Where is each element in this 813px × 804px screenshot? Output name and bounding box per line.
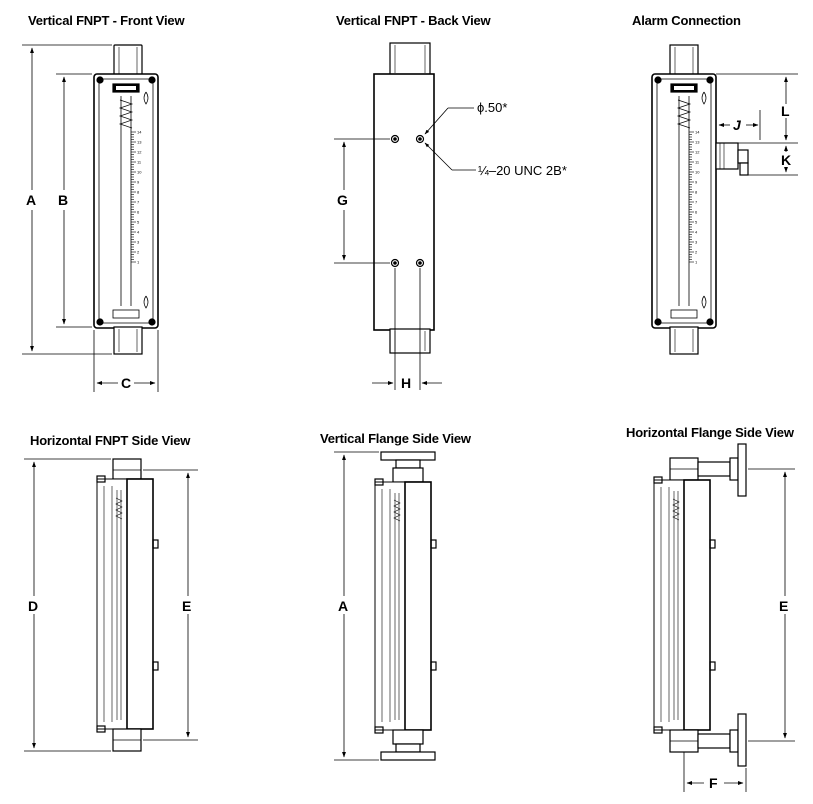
scale-number: 12 (137, 150, 142, 155)
scale-number: 1 (137, 260, 140, 265)
dim-D: D (28, 598, 38, 614)
scale-number: 6 (137, 210, 140, 215)
front-view: 14 13 12 11 10 9 8 7 6 5 4 3 2 1 (93, 44, 159, 355)
scale-number: 13 (137, 140, 142, 145)
scale-number: 12 (695, 150, 700, 155)
dim-B-front: B (58, 192, 68, 208)
scale-number: 3 (137, 240, 140, 245)
scale-number: 14 (695, 130, 700, 135)
scale-number: 4 (695, 230, 698, 235)
hflange-dimensions (683, 468, 795, 792)
scale-number: 11 (137, 160, 142, 165)
scale-number: 9 (695, 180, 698, 185)
scale-number: 10 (137, 170, 142, 175)
bottom-flange (380, 751, 436, 761)
scale-number: 6 (695, 210, 698, 215)
dim-A-vflange: A (338, 598, 348, 614)
meter-body (93, 73, 159, 329)
top-flange (380, 451, 436, 461)
dim-K: K (781, 152, 791, 168)
scale-number: 7 (695, 200, 698, 205)
hflange-view-title: Horizontal Flange Side View (626, 425, 794, 440)
dim-C: C (121, 375, 131, 391)
back-body (373, 73, 435, 331)
alarm-view-title: Alarm Connection (632, 13, 741, 28)
alarm-connector (715, 142, 739, 170)
bottom-h-flange (737, 713, 747, 767)
scale-number: 4 (137, 230, 140, 235)
dim-E-hside: E (182, 598, 191, 614)
scale-number: 5 (695, 220, 698, 225)
scale-number: 10 (695, 170, 700, 175)
bottom-pipe (697, 733, 731, 749)
scale-number: 3 (695, 240, 698, 245)
back-view-title: Vertical FNPT - Back View (336, 13, 491, 28)
front-view-title: Vertical FNPT - Front View (28, 13, 185, 28)
dim-H: H (401, 375, 411, 391)
scale-number: 2 (695, 250, 698, 255)
vflange-view-title: Vertical Flange Side View (320, 431, 471, 446)
dim-L: L (781, 103, 790, 119)
scale-number: 9 (137, 180, 140, 185)
vflange-dimensions (334, 451, 379, 761)
vflange-view (374, 451, 437, 761)
hside-view-title: Horizontal FNPT Side View (30, 433, 191, 448)
back-view (373, 42, 435, 354)
dim-A-front: A (26, 192, 36, 208)
front-dimensions (22, 44, 159, 392)
scale-number: 8 (137, 190, 140, 195)
top-pipe (697, 461, 731, 477)
scale-number: 5 (137, 220, 140, 225)
hside-view (96, 458, 159, 752)
alarm-dimensions (715, 73, 798, 176)
scale-number: 2 (137, 250, 140, 255)
scale-number: 11 (695, 160, 700, 165)
alarm-view: 14 13 12 11 10 9 8 7 6 5 4 3 2 1 (651, 44, 749, 355)
back-dimensions (334, 107, 476, 390)
thread-note: ¼–20 UNC 2B* (478, 163, 567, 178)
scale-number: 14 (137, 130, 142, 135)
scale-number: 8 (695, 190, 698, 195)
dim-G: G (337, 192, 348, 208)
top-fitting (113, 44, 143, 78)
hside-housing (126, 478, 154, 730)
dim-F: F (709, 775, 718, 791)
scale-number: 1 (695, 260, 698, 265)
dim-J: J (733, 117, 742, 133)
dim-E-hflange: E (779, 598, 788, 614)
scale-number: 7 (137, 200, 140, 205)
top-h-flange (737, 443, 747, 497)
hside-dimensions (24, 458, 198, 752)
hflange-view (653, 443, 747, 767)
hole-diameter-note: ϕ.50* (477, 100, 507, 115)
scale-number: 13 (695, 140, 700, 145)
